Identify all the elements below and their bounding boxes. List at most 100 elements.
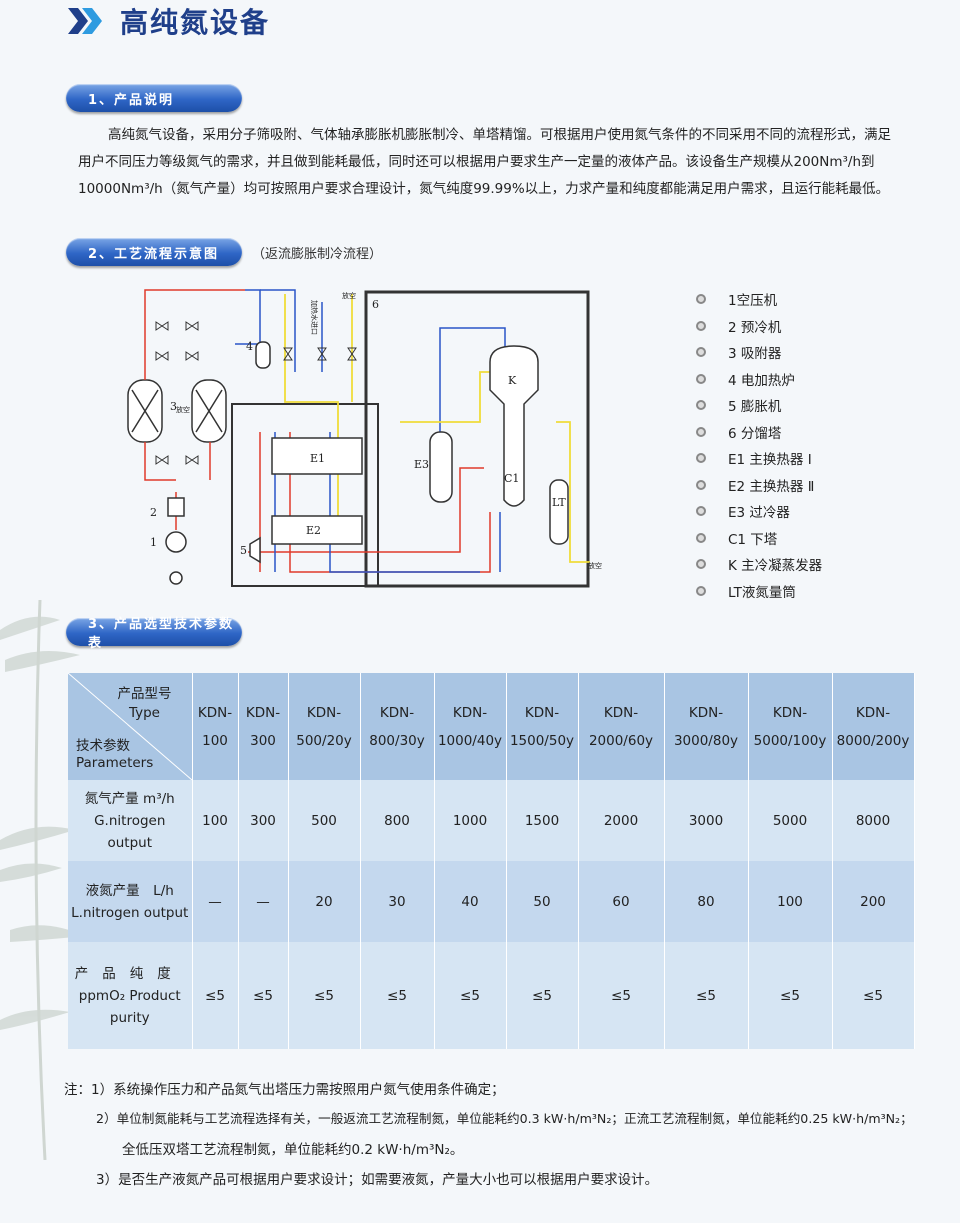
table-cell: 50 — [506, 861, 579, 942]
row-label-en: G.nitrogen output — [94, 812, 166, 851]
table-cell: 100 — [192, 780, 239, 861]
model-header-cell: KDN-300 — [238, 673, 289, 780]
model-prefix: KDN- — [306, 704, 342, 721]
table-cell: ≤5 — [192, 942, 239, 1049]
model-suffix: 8000/200y — [836, 732, 910, 749]
type-label-en: Type — [128, 705, 160, 721]
row-label-cn: 产品纯度 — [74, 965, 185, 982]
table-cell: 80 — [664, 861, 749, 942]
label-vent-lt: 放空 — [588, 561, 602, 570]
legend-item-label: 1空压机 — [728, 293, 778, 310]
table-cell: 20 — [288, 861, 361, 942]
model-header-cell: KDN-5000/100y — [748, 673, 833, 780]
table-cell: 8000 — [832, 780, 915, 861]
model-header-cell: KDN-3000/80y — [664, 673, 749, 780]
model-prefix: KDN- — [197, 704, 233, 721]
model-suffix: 800/30y — [369, 732, 425, 749]
model-suffix: 1000/40y — [437, 732, 503, 749]
legend-item-label: 2 预冷机 — [728, 319, 782, 336]
legend-item-label: 4 电加热炉 — [728, 372, 795, 389]
legend-item: E3 过冷器 — [696, 498, 822, 525]
legend-item-label: 5 膨胀机 — [728, 399, 782, 416]
table-cell: — — [192, 861, 239, 942]
model-prefix: KDN- — [245, 704, 281, 721]
table-cell: ≤5 — [832, 942, 915, 1049]
legend-item-label: C1 下塔 — [728, 531, 778, 548]
bullet-icon — [696, 294, 706, 305]
legend-item: E2 主换热器 Ⅱ — [696, 472, 822, 499]
table-cell: 300 — [238, 780, 289, 861]
bullet-icon — [696, 400, 706, 411]
row-label-cn: 氮气产量 m³/h — [84, 790, 175, 807]
bullet-icon — [696, 347, 706, 358]
legend-item: K 主冷凝蒸发器 — [696, 551, 822, 578]
table-cell: 800 — [360, 780, 435, 861]
row-label-purity: 产品纯度 ppmO₂ Product purity — [68, 942, 193, 1049]
bullet-icon — [696, 426, 706, 437]
table-cell: 30 — [360, 861, 435, 942]
row-label-gas-output: 氮气产量 m³/h G.nitrogen output — [68, 780, 193, 861]
label-lt: LT — [552, 496, 566, 509]
row-label-en-2: purity — [109, 1009, 150, 1026]
table-cell: 1000 — [434, 780, 507, 861]
row-label-liquid-output: 液氮产量 L/h L.nitrogen output — [68, 861, 193, 942]
label-2: 2 — [150, 506, 157, 519]
bullet-icon — [696, 453, 706, 464]
table-cell: ≤5 — [748, 942, 833, 1049]
table-cell: 2000 — [578, 780, 665, 861]
table-row: 产品纯度 ppmO₂ Product purity ≤5≤5≤5≤5≤5≤5≤5… — [68, 942, 915, 1049]
row-label-cn: 液氮产量 L/h — [85, 882, 174, 899]
legend-item-label: E3 过冷器 — [728, 505, 790, 522]
row-label-en: ppmO₂ Product — [78, 987, 181, 1004]
table-cell: ≤5 — [288, 942, 361, 1049]
label-c1: C1 — [504, 472, 519, 485]
model-suffix: 500/20y — [296, 732, 352, 749]
label-e2: E2 — [306, 524, 321, 537]
label-4: 4 — [246, 340, 253, 353]
process-flow-subtitle: （返流膨胀制冷流程） — [252, 247, 383, 262]
legend-item-label: E2 主换热器 Ⅱ — [728, 478, 815, 495]
model-header-cell: KDN-1000/40y — [434, 673, 507, 780]
label-vent-top: 放空 — [342, 291, 356, 300]
model-suffix: 5000/100y — [753, 732, 827, 749]
model-suffix: 2000/60y — [588, 732, 654, 749]
legend-item-label: E1 主换热器 Ⅰ — [728, 452, 812, 469]
note-2-continued: 全低压双塔工艺流程制氮，单位能耗约0.2 kW·h/m³N₂。 — [122, 1142, 464, 1158]
page-title: 高纯氮设备 — [120, 6, 271, 39]
model-prefix: KDN- — [603, 704, 639, 721]
label-6: 6 — [372, 298, 379, 311]
legend-item: 6 分馏塔 — [696, 419, 822, 446]
parameter-label-en: Parameters — [76, 755, 154, 771]
parameter-label-cn: 技术参数 — [76, 738, 130, 754]
description-line-2: 用户不同压力等级氮气的需求，并且做到能耗最低，同时还可以根据用户要求生产一定量的… — [78, 154, 875, 170]
type-label: 产品型号 Type — [118, 685, 172, 723]
table-cell: 3000 — [664, 780, 749, 861]
diagram-legend: 1空压机 2 预冷机 3 吸附器 4 电加热炉 5 膨胀机 6 分馏塔 E1 主换热器 Ⅰ E… — [696, 286, 822, 604]
bullet-icon — [696, 479, 706, 490]
description-line-3: 10000Nm³/h（氮气产量）均可按照用户要求合理设计，氮气纯度99.99%以… — [78, 181, 890, 197]
legend-item: LT液氮量筒 — [696, 578, 822, 605]
legend-item: 4 电加热炉 — [696, 366, 822, 393]
model-prefix: KDN- — [524, 704, 560, 721]
label-heating-water: 加热水进口 — [310, 300, 319, 335]
bullet-icon — [696, 559, 706, 570]
section-heading-product-description: 1、产品说明 — [66, 84, 242, 112]
diagonal-divider — [68, 673, 192, 780]
page-header: 高纯氮设备 — [66, 4, 271, 39]
bullet-icon — [696, 506, 706, 517]
table-cell: ≤5 — [578, 942, 665, 1049]
table-cell: 5000 — [748, 780, 833, 861]
model-header-cell: KDN-800/30y — [360, 673, 435, 780]
legend-item-label: 3 吸附器 — [728, 346, 782, 363]
section-heading-spec-table: 3、产品选型技术参数表 — [66, 617, 242, 651]
double-chevron-icon — [68, 8, 102, 34]
legend-item-label: 6 分馏塔 — [728, 425, 782, 442]
table-cell: ≤5 — [664, 942, 749, 1049]
table-cell: 200 — [832, 861, 915, 942]
product-description: 高纯氮气设备，采用分子筛吸附、气体轴承膨胀机膨胀制冷、单塔精馏。可根据用户使用氮… — [78, 122, 908, 203]
table-cell: 500 — [288, 780, 361, 861]
